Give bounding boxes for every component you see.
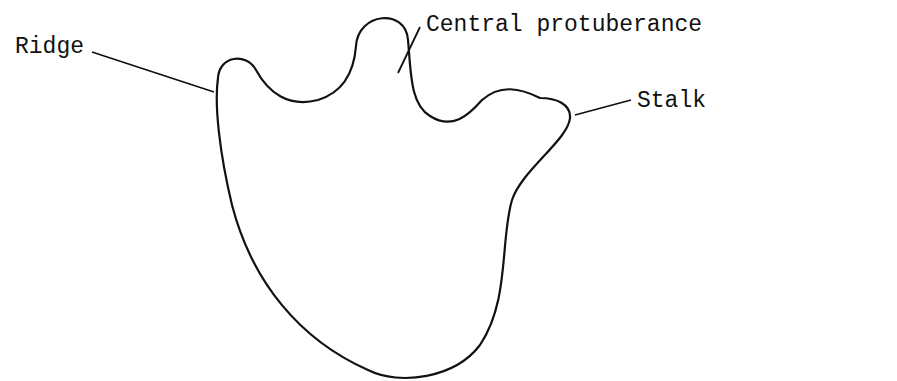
leader-line	[92, 52, 214, 92]
specimen-outline	[217, 18, 570, 378]
part-label: Ridge	[15, 34, 84, 61]
part-label: Stalk	[637, 88, 706, 115]
leader-line	[575, 100, 631, 115]
part-label: Central protuberance	[426, 12, 702, 39]
leader-line	[398, 27, 420, 73]
